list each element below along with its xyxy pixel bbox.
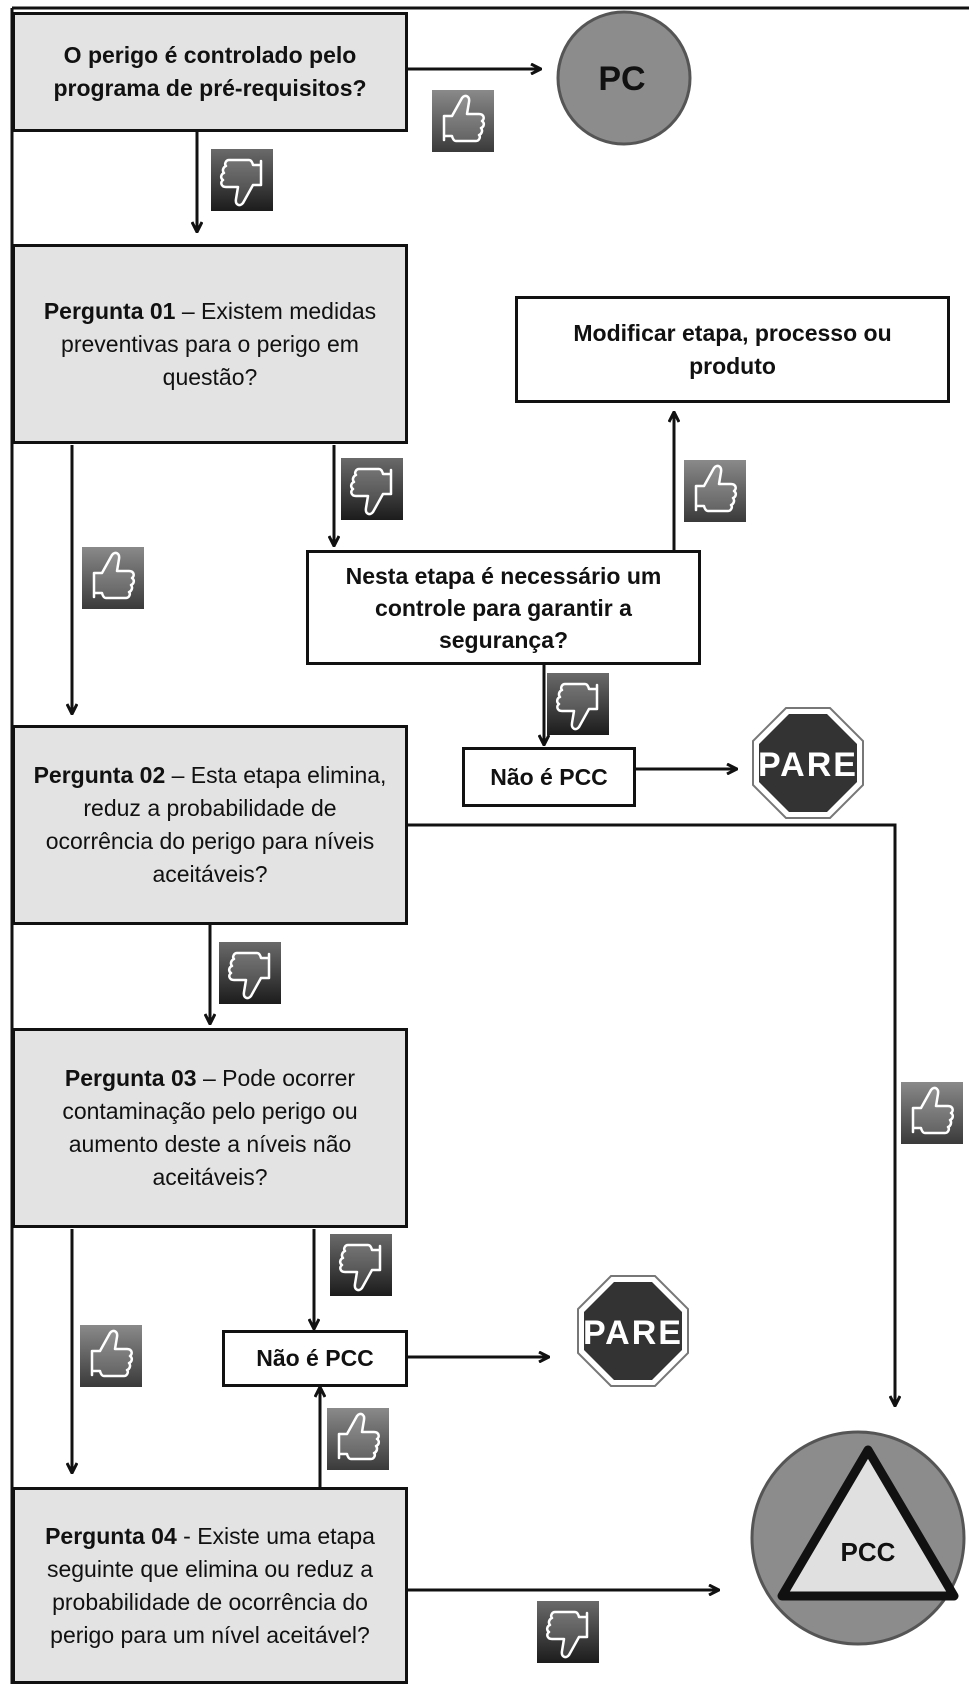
thumbs-up-icon <box>684 460 746 522</box>
question-01-body: – Existem medidas preventivas para o per… <box>61 297 377 390</box>
stop-sign-1-label: PARE <box>758 746 858 784</box>
thumbs-up-icon <box>432 90 494 152</box>
modify-step-box: Modificar etapa, processo ou produto <box>515 296 950 403</box>
not-pcc-box-2: Não é PCC <box>222 1330 408 1387</box>
pcc-node: PCC <box>750 1430 966 1646</box>
stop-sign-2: PARE <box>577 1275 689 1387</box>
thumbs-down-icon <box>547 673 609 735</box>
question-02-body: – Esta etapa elimina, reduz a probabilid… <box>45 762 387 887</box>
question-02-text: Pergunta 02 – Esta etapa elimina, reduz … <box>29 759 391 891</box>
question-03-body: – Pode ocorrer contaminação pelo perigo … <box>62 1065 358 1190</box>
not-pcc-1-text: Não é PCC <box>490 763 608 790</box>
question-prerequisites: O perigo é controlado pelo programa de p… <box>12 12 408 132</box>
question-prerequisites-text: O perigo é controlado pelo programa de p… <box>53 42 367 101</box>
question-02-label: Pergunta 02 <box>33 762 166 788</box>
modify-step-text: Modificar etapa, processo ou produto <box>573 319 892 379</box>
not-pcc-2-text: Não é PCC <box>256 1345 374 1371</box>
thumbs-up-icon <box>901 1082 963 1144</box>
control-needed-box: Nesta etapa é necessário um controle par… <box>306 550 701 665</box>
thumbs-up-icon <box>82 547 144 609</box>
not-pcc-box-1: Não é PCC <box>462 747 636 807</box>
question-01-label: Pergunta 01 <box>43 297 176 324</box>
thumbs-down-icon <box>219 942 281 1004</box>
control-needed-text: Nesta etapa é necessário um controle par… <box>345 562 662 653</box>
question-04: Pergunta 04 - Existe uma etapa seguinte … <box>12 1487 408 1684</box>
pc-node: PC <box>556 10 692 146</box>
pcc-label: PCC <box>841 1537 896 1567</box>
question-04-text: Pergunta 04 - Existe uma etapa seguinte … <box>29 1520 391 1652</box>
thumbs-down-icon <box>330 1234 392 1296</box>
question-03-text: Pergunta 03 – Pode ocorrer contaminação … <box>29 1062 391 1194</box>
question-04-label: Pergunta 04 <box>45 1522 177 1549</box>
thumbs-down-icon <box>341 458 403 520</box>
arrow-q2-to-pcc <box>408 823 895 1405</box>
question-01-text: Pergunta 01 – Existem medidas preventiva… <box>29 295 391 394</box>
thumbs-up-icon <box>80 1325 142 1387</box>
thumbs-up-icon <box>327 1408 389 1470</box>
pc-label: PC <box>598 60 645 98</box>
thumbs-down-icon <box>211 149 273 211</box>
question-02: Pergunta 02 – Esta etapa elimina, reduz … <box>12 725 408 925</box>
question-03: Pergunta 03 – Pode ocorrer contaminação … <box>12 1028 408 1228</box>
stop-sign-1: PARE <box>752 707 864 819</box>
question-04-body: - Existe uma etapa seguinte que elimina … <box>46 1522 375 1648</box>
stop-sign-2-label: PARE <box>583 1314 683 1352</box>
question-03-label: Pergunta 03 <box>64 1065 197 1091</box>
thumbs-down-icon <box>537 1601 599 1663</box>
question-01: Pergunta 01 – Existem medidas preventiva… <box>12 244 408 444</box>
